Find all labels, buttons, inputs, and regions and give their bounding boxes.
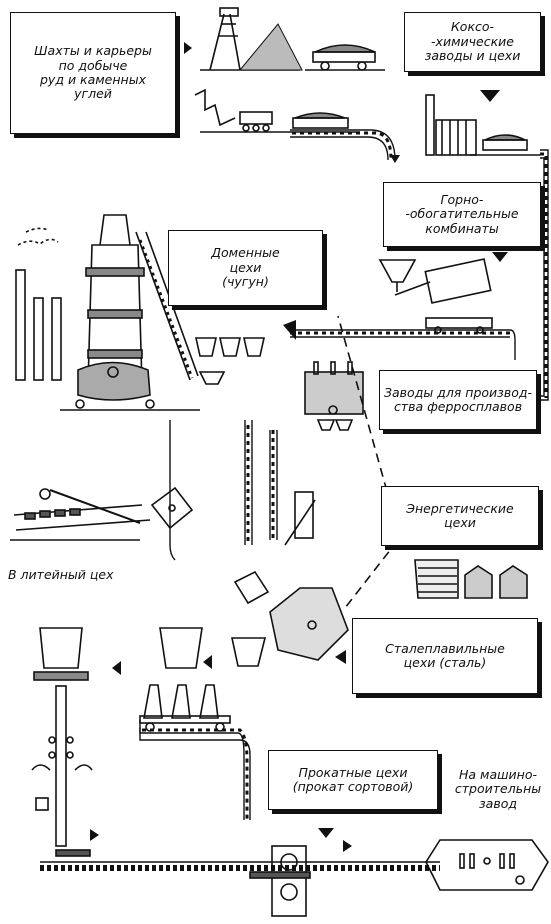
- mines-box: Шахты и карьеры по добыче руд и каменных…: [10, 12, 176, 134]
- ingot-molds-icon: [140, 628, 230, 731]
- converter-icon: [232, 492, 348, 666]
- arrow-right-mines: [184, 42, 192, 54]
- roller-mill-icon: [56, 846, 310, 916]
- coke-oven-icon: [426, 95, 540, 155]
- foundry-conveyor-icon: [10, 488, 192, 540]
- control-links: [338, 316, 398, 608]
- soaking-pit-icon: [32, 628, 92, 846]
- blast-furnace-box: Доменные цехи (чугун): [168, 230, 323, 306]
- crusher-icon: [380, 259, 492, 333]
- energy-box: Энергетические цехи: [381, 486, 539, 546]
- rail-wagon-icon: [305, 45, 385, 70]
- ferroalloy-box: Заводы для производ- ства ферросплавов: [379, 370, 537, 430]
- ore-dressing-box: Горно- -обогатительные комбинаты: [383, 182, 541, 247]
- to-machine-building-label: На машино- строительны завод: [448, 768, 548, 811]
- arrow-down-rolling: [318, 828, 334, 838]
- roller-table: [40, 862, 440, 868]
- steelmaking-box: Сталеплавильные цехи (сталь): [352, 618, 538, 694]
- coal-heap-icon: [240, 24, 302, 70]
- arrow-left-steel: [335, 650, 346, 664]
- rolling-box: Прокатные цехи (прокат сортовой): [268, 750, 438, 810]
- energy-buildings-icon: [415, 560, 527, 598]
- machine-plant-icon: [426, 840, 548, 890]
- smokestacks-icon: [16, 228, 61, 380]
- arrow-down-ore: [492, 252, 508, 262]
- quarry-icon: [195, 90, 360, 132]
- arrow-down-coke: [480, 90, 500, 102]
- to-foundry-label: В литейный цех: [8, 568, 143, 582]
- coke-box: Коксо- -химические заводы и цехи: [404, 12, 541, 72]
